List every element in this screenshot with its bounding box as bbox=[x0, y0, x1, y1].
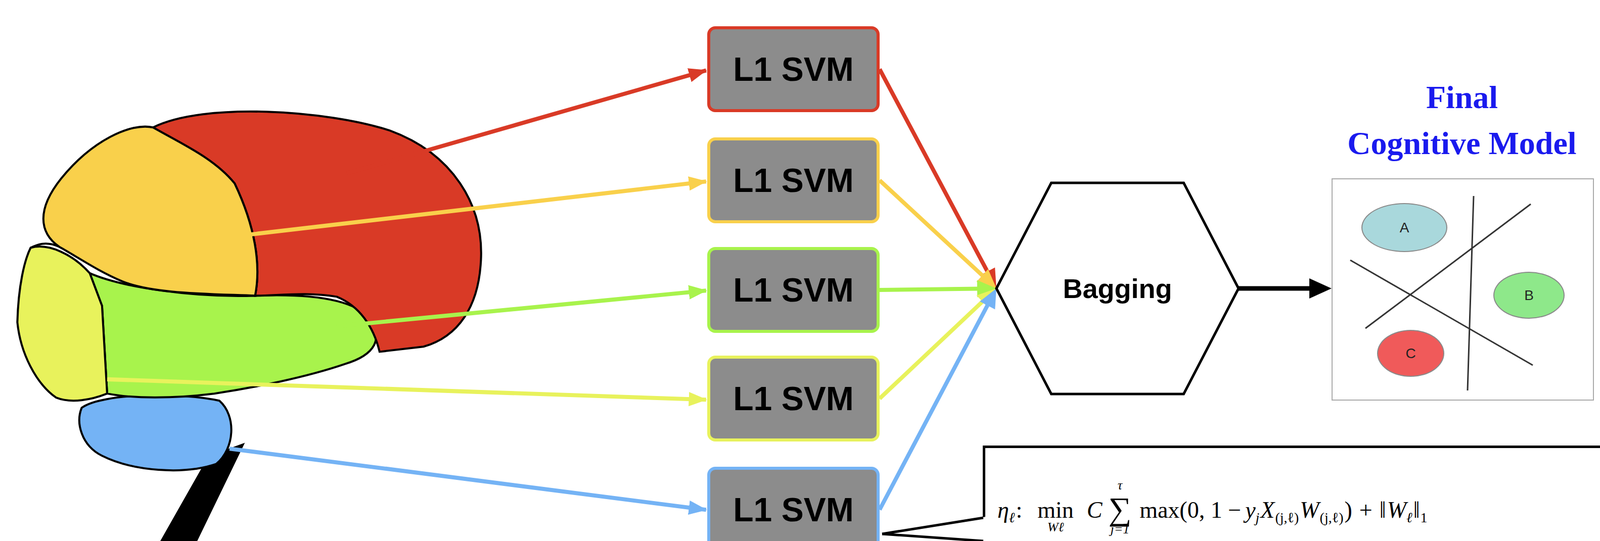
process-box: L1 SVM bbox=[707, 467, 880, 541]
process-box: L1 SVM bbox=[707, 137, 880, 224]
box-label: L1 SVM bbox=[733, 50, 854, 89]
equation-part: (j,ℓ) bbox=[1319, 511, 1344, 526]
equation-part: 1 bbox=[1420, 511, 1428, 526]
process-box: L1 SVM bbox=[707, 355, 880, 442]
cluster-ellipse: C bbox=[1377, 330, 1445, 378]
box-label: L1 SVM bbox=[733, 161, 854, 200]
equation-part: ℓ bbox=[1406, 511, 1413, 526]
box-label: L1 SVM bbox=[733, 490, 854, 530]
equation-part: (j,ℓ) bbox=[1274, 511, 1299, 526]
equation-part: η bbox=[997, 498, 1010, 523]
region-arrow bbox=[107, 379, 707, 400]
process-box: L1 SVM bbox=[707, 247, 880, 334]
connector-arrow bbox=[879, 69, 997, 289]
process-box: L1 SVM bbox=[707, 26, 880, 113]
cluster-label: C bbox=[1405, 345, 1416, 362]
equation-part: y bbox=[1245, 498, 1256, 523]
panel-heading: Final Cognitive Model bbox=[1325, 74, 1599, 167]
connector-arrow bbox=[879, 288, 997, 399]
cerebellum bbox=[79, 395, 232, 472]
equation-part: Wℓ bbox=[1047, 521, 1065, 535]
equation-callout: ηℓ:minWℓC∑τj=1max(0, 1 −yjX(j,ℓ)W(j,ℓ))+… bbox=[982, 445, 1600, 541]
box-label: Bagging bbox=[1063, 272, 1173, 305]
connector-arrow bbox=[879, 288, 997, 511]
equation-part: : bbox=[1016, 498, 1023, 523]
connector-arrow bbox=[879, 180, 997, 289]
equation-part: W bbox=[1387, 498, 1407, 523]
region-arrow bbox=[250, 181, 707, 235]
equation-part: ℓ bbox=[1009, 511, 1016, 526]
frontal-lobe bbox=[43, 126, 258, 297]
equation-part: min bbox=[1037, 498, 1074, 523]
equation-part: ‖ bbox=[1379, 498, 1387, 523]
brain-drawing bbox=[17, 70, 706, 541]
equation-part: j=1 bbox=[1110, 523, 1130, 537]
cluster-label: B bbox=[1524, 287, 1534, 304]
equation-part: ∑ bbox=[1108, 493, 1132, 526]
hexagon-node: Bagging bbox=[994, 181, 1241, 396]
equation-part: j bbox=[1255, 511, 1260, 526]
model-panel: Final Cognitive ModelABC bbox=[1331, 178, 1594, 401]
equation-part: W bbox=[1299, 498, 1319, 523]
cluster-ellipse: A bbox=[1361, 203, 1448, 253]
equation-part: X bbox=[1260, 498, 1275, 523]
connector-arrow bbox=[1238, 278, 1332, 299]
box-label: L1 SVM bbox=[733, 379, 854, 419]
region-arrow bbox=[336, 290, 707, 327]
box-label: L1 SVM bbox=[733, 270, 854, 310]
equation-part: + bbox=[1359, 498, 1373, 523]
frontal-front-edge bbox=[30, 243, 60, 248]
cluster-ellipse: B bbox=[1493, 271, 1565, 319]
equation-part: C bbox=[1086, 498, 1103, 523]
frontal-base-lobe bbox=[17, 246, 108, 401]
region-arrow bbox=[229, 448, 707, 511]
callout-tail bbox=[879, 509, 989, 541]
equation-part: ) bbox=[1344, 498, 1352, 523]
equation-part: τ bbox=[1117, 479, 1123, 493]
equation-part: max(0, 1 − bbox=[1139, 498, 1242, 523]
equation-part: ‖ bbox=[1413, 498, 1421, 523]
region-arrow bbox=[346, 70, 707, 174]
cluster-label: A bbox=[1399, 219, 1410, 237]
